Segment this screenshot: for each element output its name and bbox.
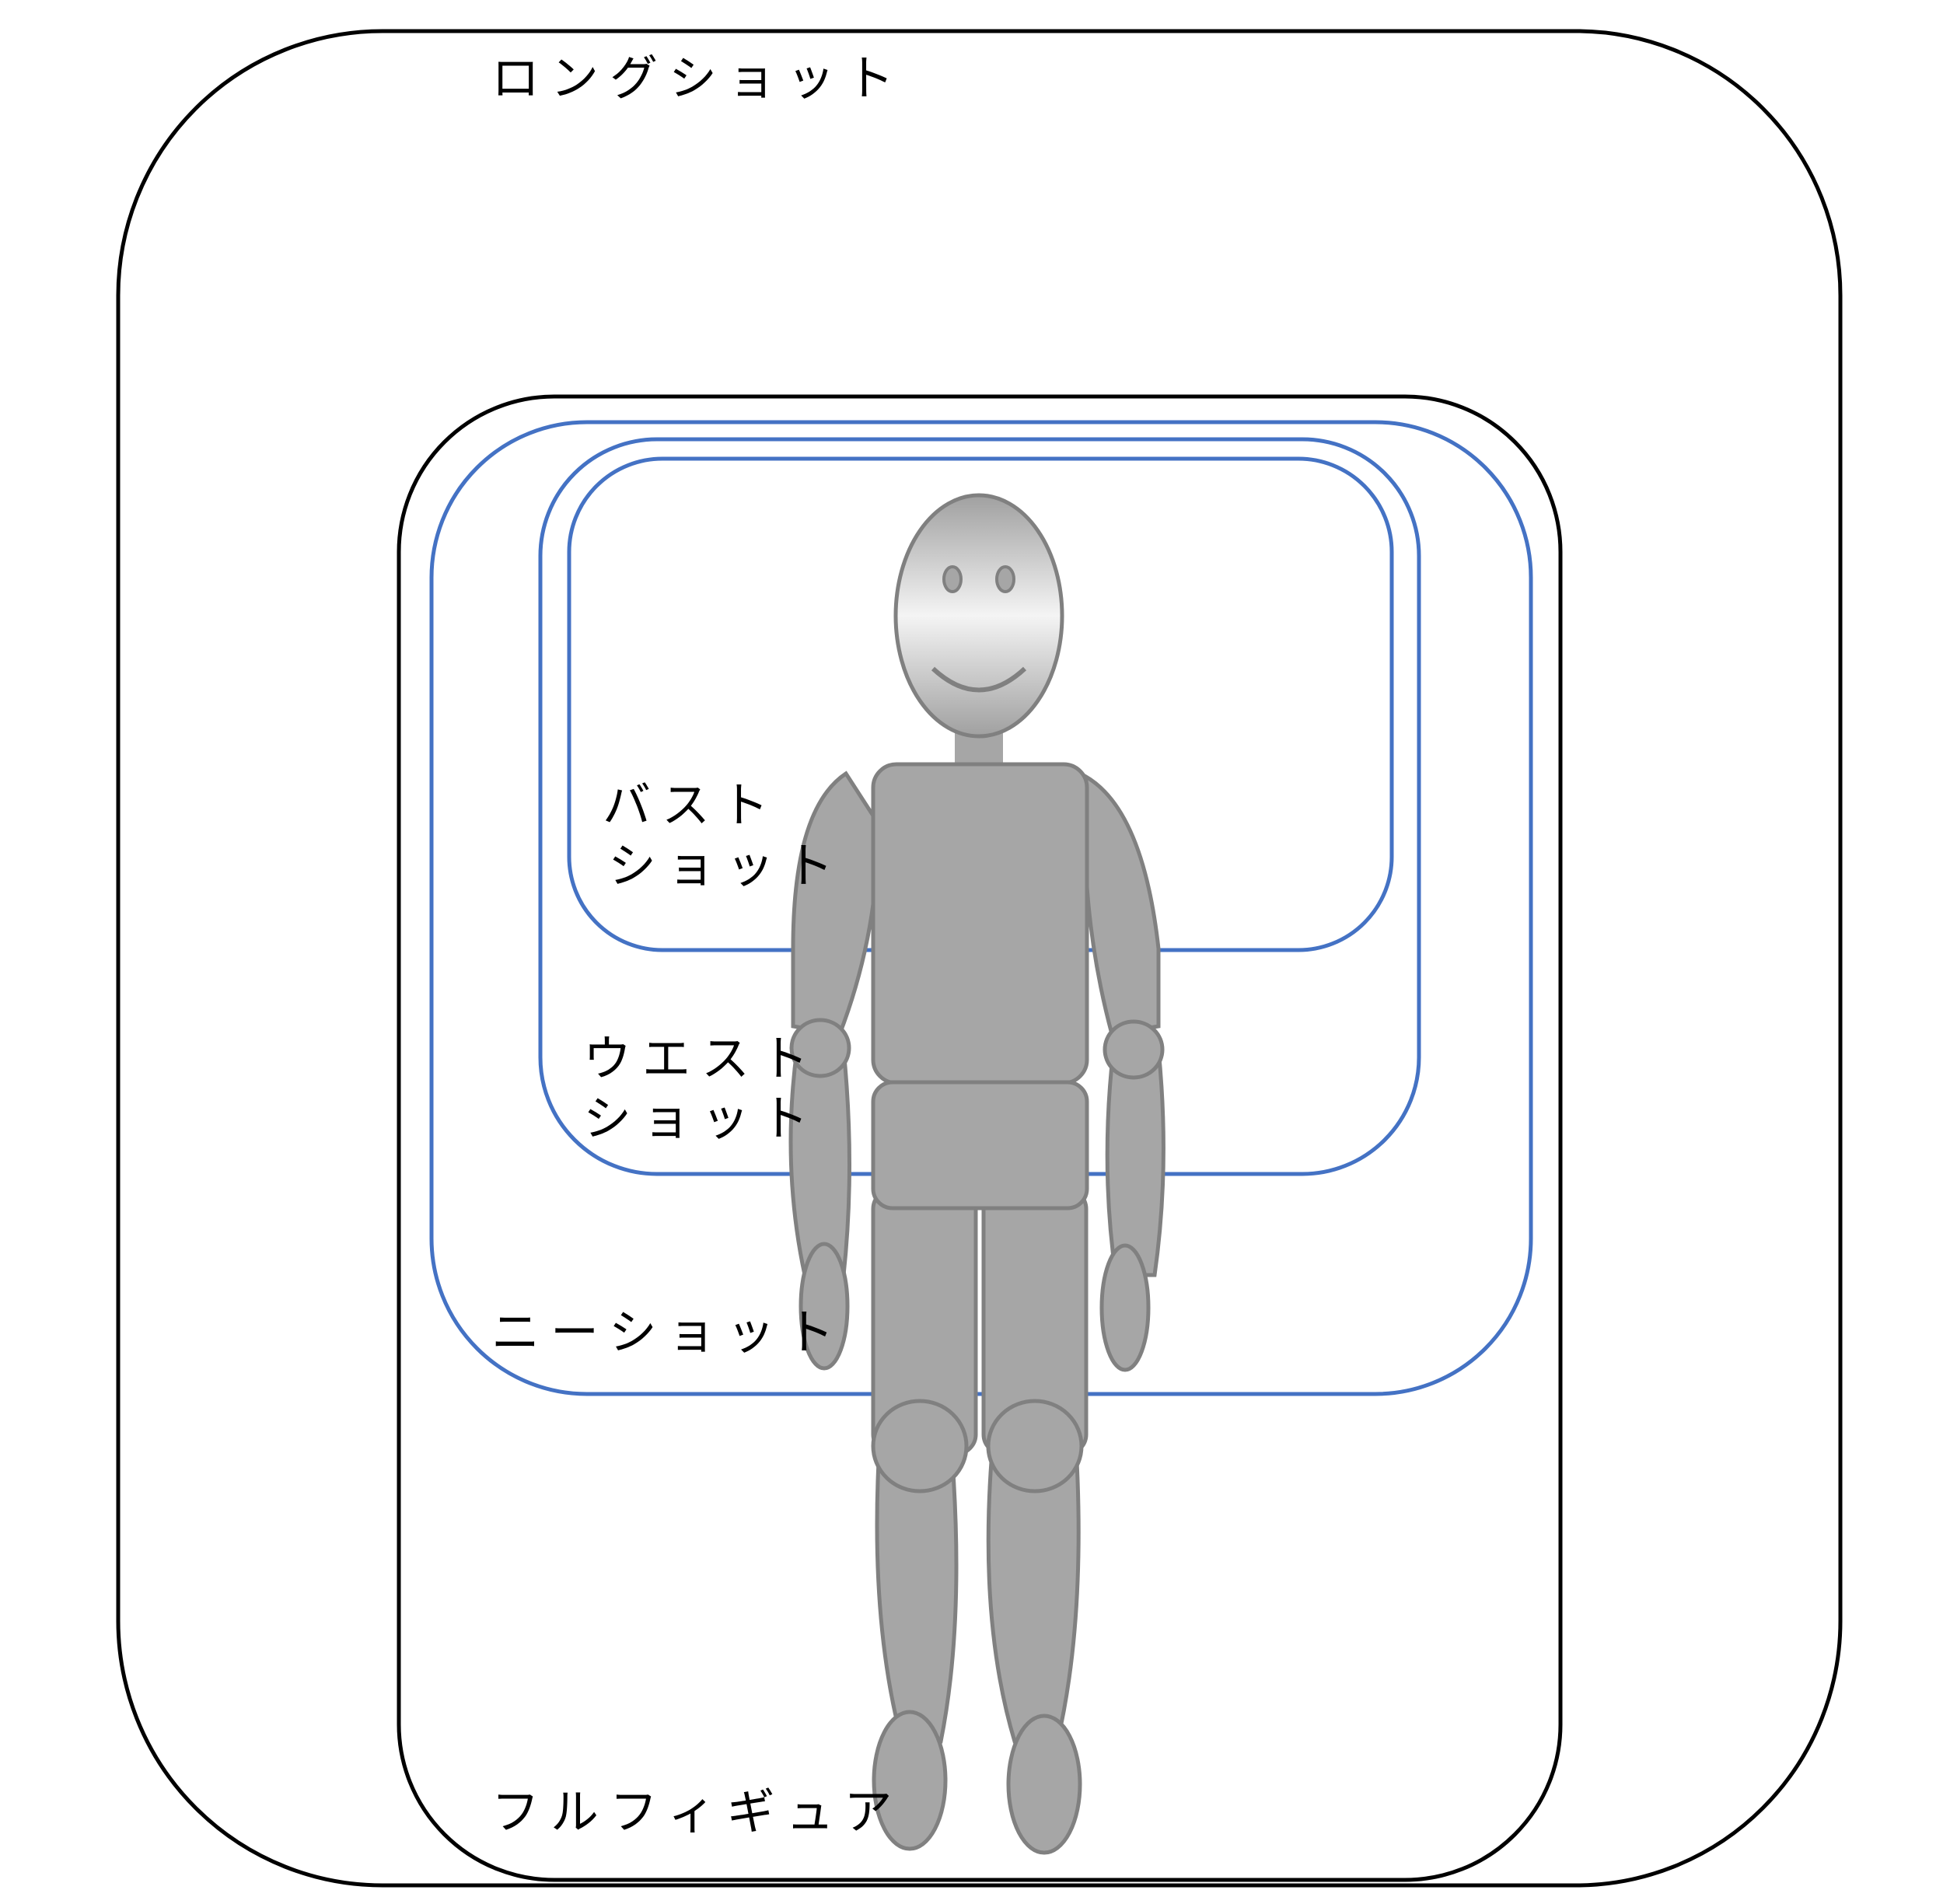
left-eye [942,565,963,593]
left-upper-arm [791,770,881,1036]
smile [931,666,1027,693]
right-hand [1099,1243,1151,1372]
waist-shot-label-line1: ウエスト [583,1030,819,1087]
chest [871,762,1089,1085]
full-figure-frame [397,394,1563,1882]
head [893,493,1064,739]
bust-shot-label-line1: バスト [603,777,780,833]
long-shot-label: ロングショット [491,50,905,107]
knee-shot-frame [429,420,1533,1396]
right-lower-arm [1105,1047,1165,1277]
left-hand [799,1242,850,1371]
full-figure-label: フルフィギュア [491,1783,903,1840]
human-figure [788,493,1165,1855]
bust-shot-label-line2: ショット [608,837,844,894]
right-elbow [1103,1019,1165,1080]
right-eye [995,565,1015,593]
left-knee [871,1399,969,1494]
left-lower-leg [875,1459,959,1744]
left-foot [872,1710,948,1851]
right-knee [986,1399,1084,1494]
waist-shot-label-line2: ショット [583,1090,819,1147]
knee-shot-label: ニーショット [491,1304,845,1361]
right-lower-leg [986,1459,1081,1744]
long-shot-frame [116,29,1843,1888]
pelvis [871,1080,1089,1211]
right-upper-arm [1082,772,1161,1036]
right-foot [1006,1714,1082,1855]
left-elbow [789,1018,851,1078]
